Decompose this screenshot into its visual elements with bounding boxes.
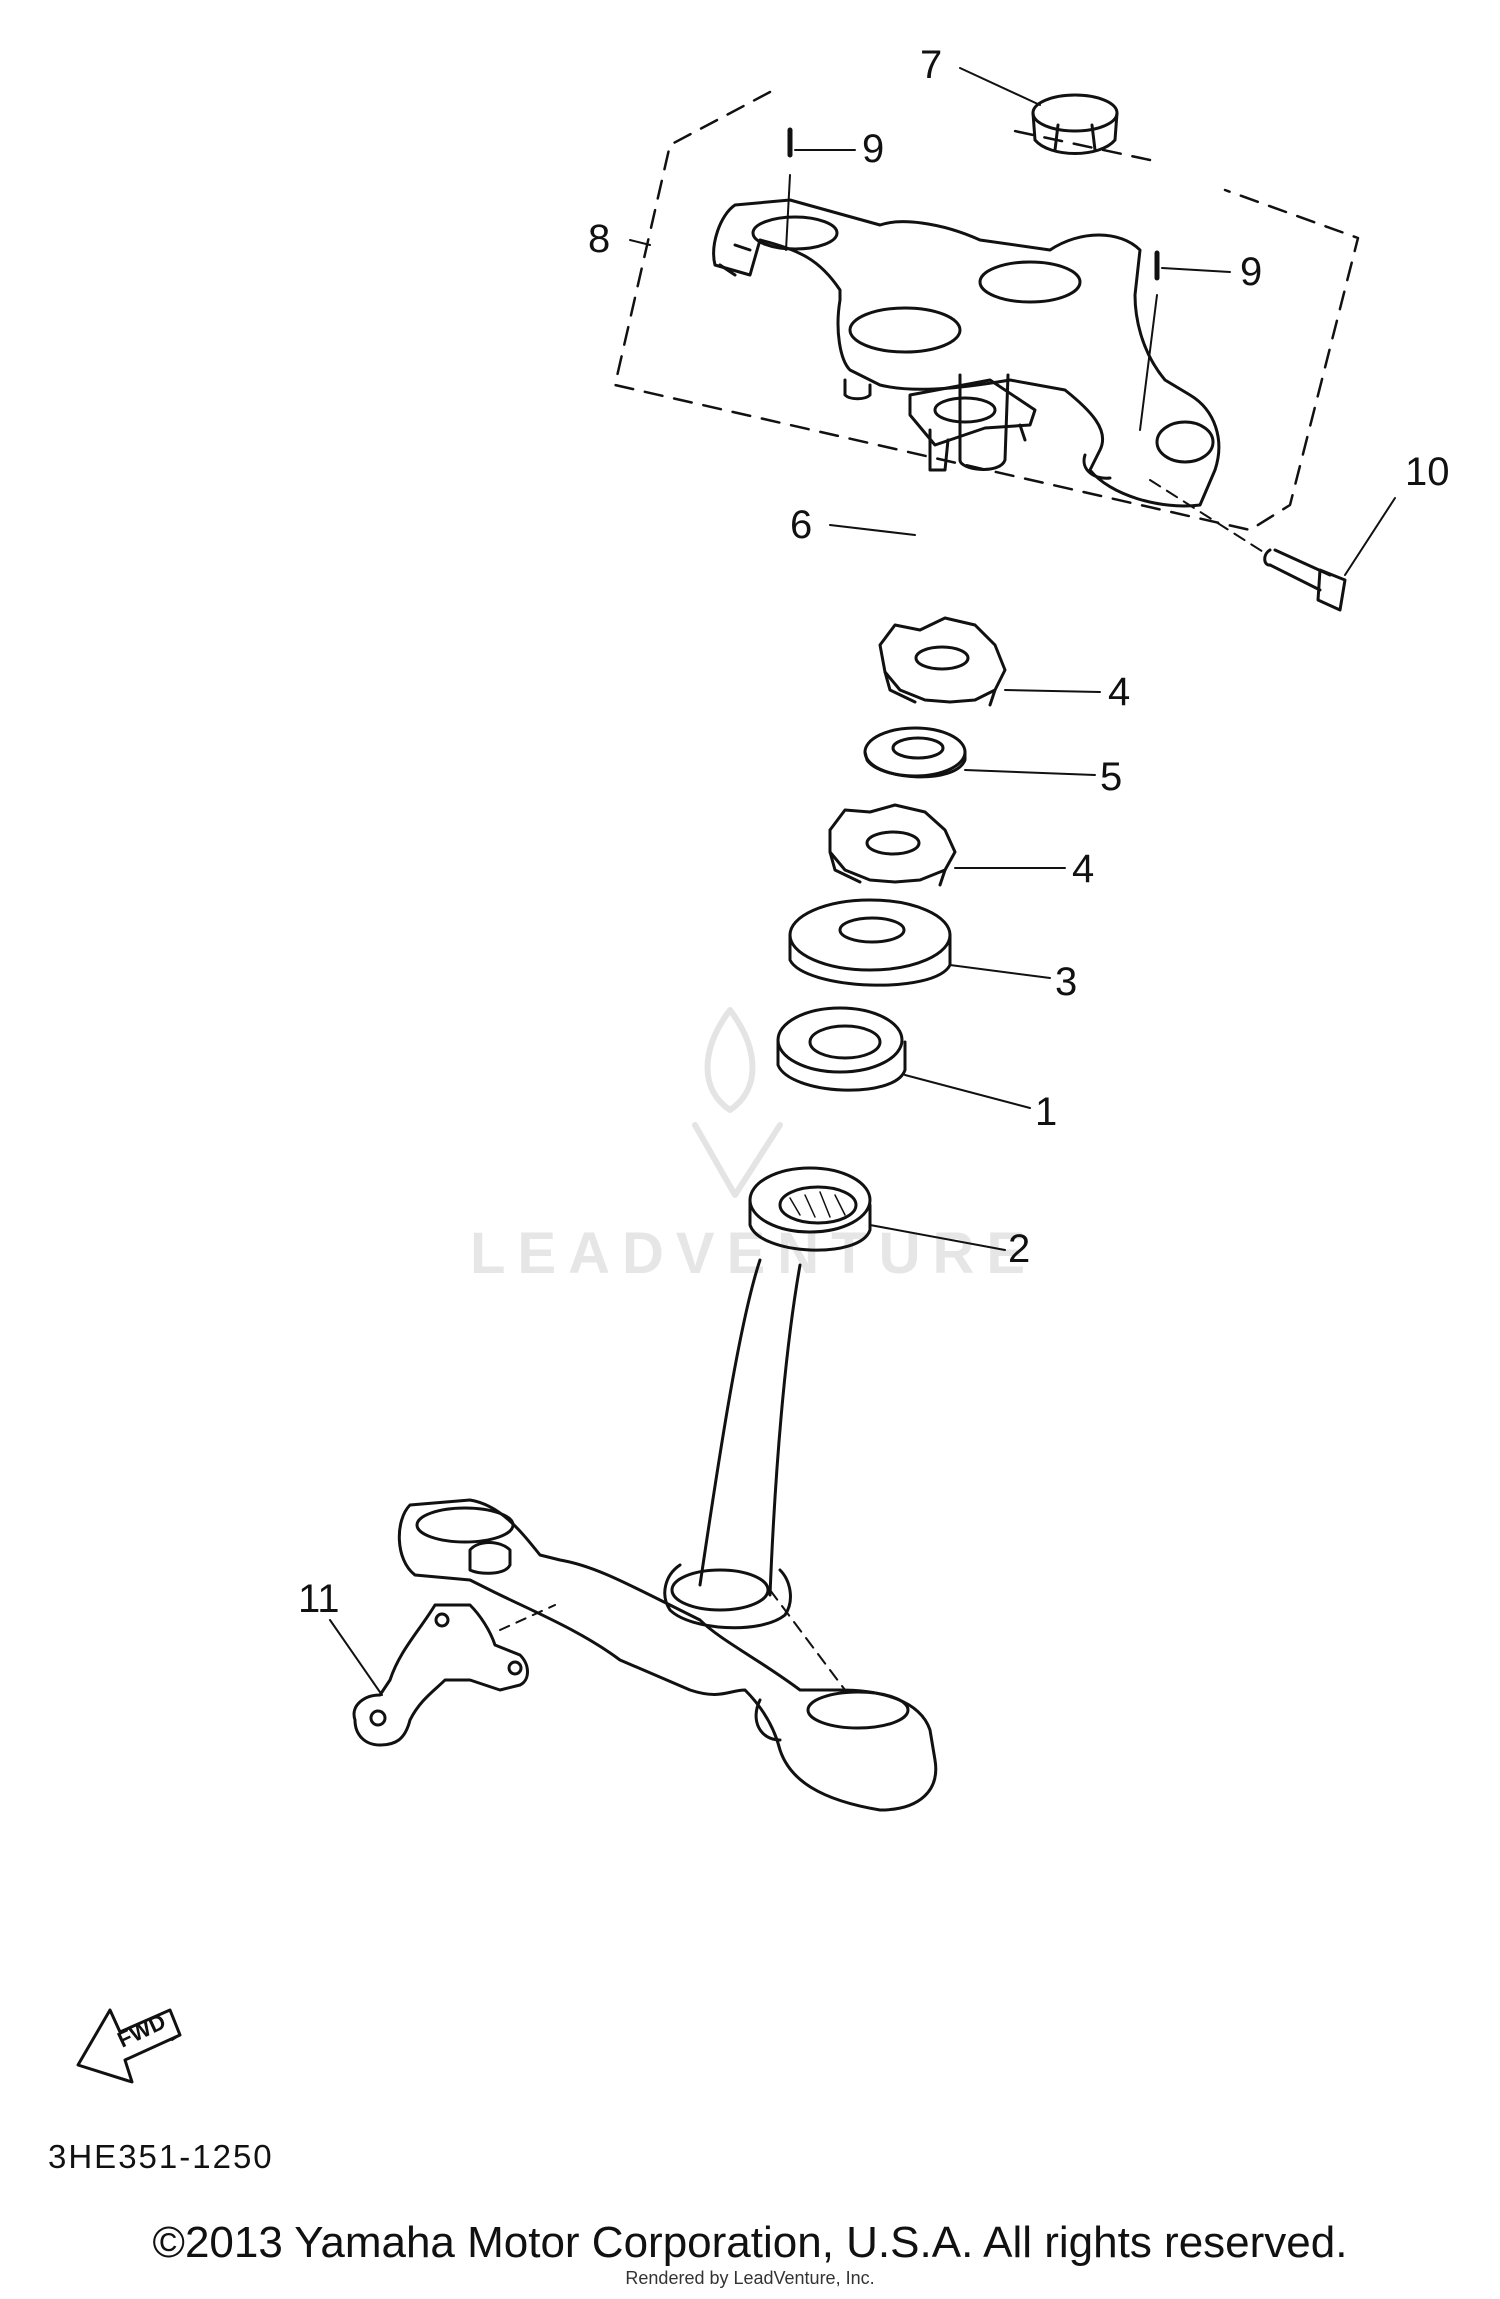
callout-5[interactable]: 5 <box>1100 755 1122 799</box>
callout-4-lower[interactable]: 4 <box>1072 847 1094 891</box>
upper-bracket-group-outline <box>613 90 1360 532</box>
fwd-arrow-icon <box>76 2008 182 2084</box>
fwd-arrow-label: FWD <box>114 2009 170 2053</box>
leader-lines <box>329 67 1396 1696</box>
pin-right-part[interactable] <box>1139 250 1160 431</box>
callout-9-right[interactable]: 9 <box>1240 250 1262 294</box>
upper-bracket-part[interactable] <box>712 198 1221 508</box>
callout-9-left[interactable]: 9 <box>862 127 884 171</box>
callout-3[interactable]: 3 <box>1055 960 1077 1004</box>
bearing-lower-part[interactable] <box>748 1166 872 1252</box>
callout-11[interactable]: 11 <box>298 1577 340 1621</box>
ring-nut-lower-part[interactable] <box>828 803 957 887</box>
callout-8[interactable]: 8 <box>588 217 610 261</box>
callout-1[interactable]: 1 <box>1035 1090 1057 1134</box>
watermark: LEADVENTURE <box>470 1221 1038 1286</box>
diagram-code: 3HE351-1250 <box>48 2138 274 2175</box>
watermark-logo <box>692 1007 783 1198</box>
copyright-notice: ©2013 Yamaha Motor Corporation, U.S.A. A… <box>152 2218 1348 2267</box>
washer-part[interactable] <box>863 726 967 779</box>
under-bracket-part[interactable] <box>397 1258 938 1812</box>
callout-6[interactable]: 6 <box>790 503 812 547</box>
rendered-by-note: Rendered by LeadVenture, Inc. <box>625 2268 875 2288</box>
dust-cover-part[interactable] <box>788 898 952 987</box>
stay-bracket-part[interactable] <box>352 1603 556 1747</box>
cap-nut-part[interactable] <box>1031 93 1119 155</box>
lock-washer-part[interactable] <box>908 378 1037 472</box>
callout-2[interactable]: 2 <box>1008 1227 1030 1271</box>
bolt-part[interactable] <box>1149 479 1347 612</box>
callout-4-upper[interactable]: 4 <box>1108 670 1130 714</box>
callout-10[interactable]: 10 <box>1405 450 1450 494</box>
ring-nut-upper-part[interactable] <box>878 616 1007 707</box>
callout-7[interactable]: 7 <box>920 43 942 87</box>
pin-left-part[interactable] <box>785 127 793 251</box>
bearing-upper-part[interactable] <box>776 1006 907 1092</box>
